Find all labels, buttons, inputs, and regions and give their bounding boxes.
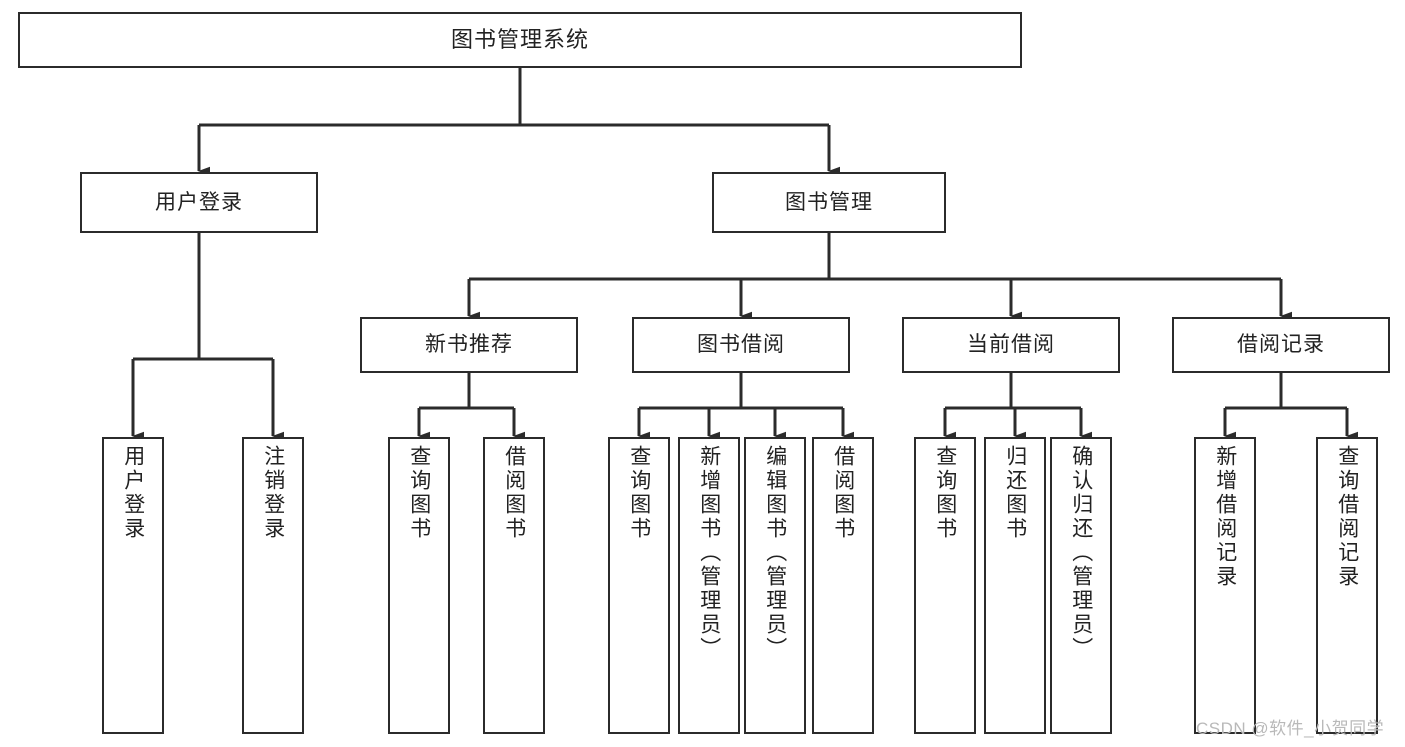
node-label: 查询图书: [627, 445, 651, 541]
node-label: 图书借阅: [697, 333, 785, 357]
node-label: 注销登录: [261, 445, 285, 541]
node-label: 用户登录: [155, 190, 243, 214]
node-borrowing-records[interactable]: 借阅记录: [1172, 317, 1390, 373]
node-leaf-borrow-book-borrowing[interactable]: 借阅图书: [812, 437, 874, 734]
node-label: 新书推荐: [425, 333, 513, 357]
node-current-borrowing[interactable]: 当前借阅: [902, 317, 1120, 373]
csdn-watermark: CSDN @软件_小贺同学: [1196, 719, 1385, 738]
node-leaf-add-book-admin[interactable]: 新增图书（管理员）: [678, 437, 740, 734]
node-root-book-management-system[interactable]: 图书管理系统: [18, 12, 1022, 68]
node-leaf-add-borrow-record[interactable]: 新增借阅记录: [1194, 437, 1256, 734]
node-leaf-user-login[interactable]: 用户登录: [102, 437, 164, 734]
node-label: 新增借阅记录: [1213, 445, 1237, 589]
node-label: 图书管理系统: [450, 26, 589, 52]
node-book-management[interactable]: 图书管理: [712, 172, 946, 233]
node-new-book-recommendation[interactable]: 新书推荐: [360, 317, 578, 373]
node-leaf-query-book-recommendation[interactable]: 查询图书: [388, 437, 450, 734]
node-label: 用户登录: [121, 445, 145, 541]
node-leaf-borrow-book-recommendation[interactable]: 借阅图书: [483, 437, 545, 734]
node-leaf-confirm-return-admin[interactable]: 确认归还（管理员）: [1050, 437, 1112, 734]
node-leaf-logout[interactable]: 注销登录: [242, 437, 304, 734]
node-leaf-return-book[interactable]: 归还图书: [984, 437, 1046, 734]
node-label: 编辑图书（管理员）: [763, 445, 787, 661]
node-leaf-query-book-borrowing[interactable]: 查询图书: [608, 437, 670, 734]
node-user-login[interactable]: 用户登录: [80, 172, 318, 233]
node-label: 查询图书: [933, 445, 957, 541]
node-label: 确认归还（管理员）: [1069, 445, 1093, 661]
node-label: 借阅图书: [502, 445, 526, 541]
node-label: 归还图书: [1003, 445, 1027, 541]
node-label: 借阅记录: [1237, 333, 1325, 357]
node-leaf-query-borrow-record[interactable]: 查询借阅记录: [1316, 437, 1378, 734]
node-label: 新增图书（管理员）: [697, 445, 721, 661]
node-label: 当前借阅: [967, 333, 1055, 357]
node-label: 借阅图书: [831, 445, 855, 541]
node-label: 查询借阅记录: [1335, 445, 1359, 589]
node-label: 查询图书: [407, 445, 431, 541]
node-leaf-edit-book-admin[interactable]: 编辑图书（管理员）: [744, 437, 806, 734]
node-label: 图书管理: [785, 190, 873, 214]
node-leaf-query-book-current[interactable]: 查询图书: [914, 437, 976, 734]
node-book-borrowing[interactable]: 图书借阅: [632, 317, 850, 373]
